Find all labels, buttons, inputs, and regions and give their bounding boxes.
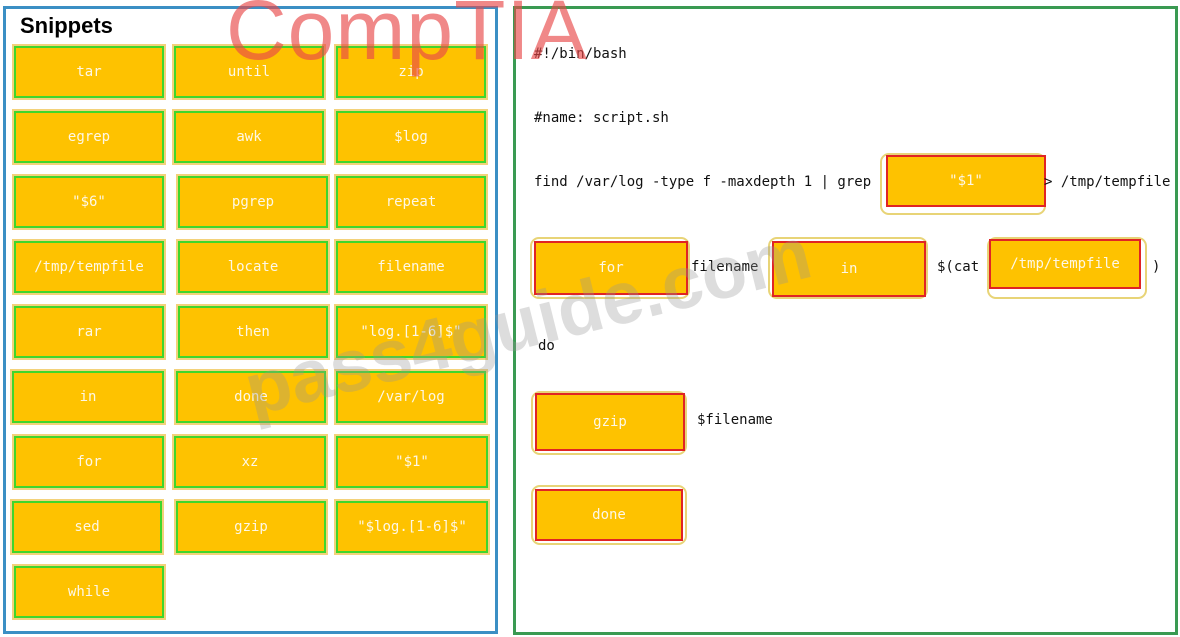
name-comment-line: #name: script.sh — [534, 110, 669, 126]
snippet-tile[interactable]: while — [14, 566, 164, 618]
snippet-tile[interactable]: repeat — [336, 176, 486, 228]
snippet-tile[interactable]: for — [14, 436, 164, 488]
snippet-tile[interactable]: "$6" — [14, 176, 164, 228]
slot-tile-done[interactable]: done — [535, 489, 683, 541]
snippets-title: Snippets — [20, 13, 113, 38]
snippet-tile[interactable]: rar — [14, 306, 164, 358]
snippet-tile[interactable]: "log.[1-6]$" — [336, 306, 486, 358]
slot-tile-grep-pattern[interactable]: "$1" — [886, 155, 1046, 207]
snippet-tile[interactable]: "$1" — [336, 436, 488, 488]
do-text: do — [538, 338, 555, 354]
cat-open-text: $(cat — [937, 259, 980, 275]
snippet-tile[interactable]: zip — [336, 46, 486, 98]
snippet-tile[interactable]: then — [178, 306, 328, 358]
snippet-tile[interactable]: gzip — [176, 501, 326, 553]
slot-tile-for[interactable]: for — [534, 241, 688, 295]
slot-tile-tempfile[interactable]: /tmp/tempfile — [989, 239, 1141, 289]
cat-close-text: ) — [1152, 259, 1161, 275]
snippet-tile[interactable]: awk — [174, 111, 324, 163]
slot-tile-in[interactable]: in — [772, 241, 926, 297]
snippet-tile[interactable]: "$log.[1-6]$" — [336, 501, 488, 553]
find-command-text: find /var/log -type f -maxdepth 1 | grep — [534, 174, 872, 190]
filename-text: filename — [691, 259, 759, 275]
snippet-tile[interactable]: sed — [12, 501, 162, 553]
shebang-line: #!/bin/bash — [534, 46, 627, 62]
snippet-tile[interactable]: /tmp/tempfile — [14, 241, 164, 293]
snippet-tile[interactable]: done — [176, 371, 326, 423]
snippet-tile[interactable]: pgrep — [178, 176, 328, 228]
filename-var-text: $filename — [697, 412, 773, 428]
snippet-tile[interactable]: xz — [174, 436, 326, 488]
snippet-tile[interactable]: locate — [178, 241, 328, 293]
snippet-tile[interactable]: in — [12, 371, 164, 423]
redirect-text: > /tmp/tempfile — [1044, 174, 1171, 190]
snippet-tile[interactable]: tar — [14, 46, 164, 98]
snippets-panel: Snippets tar until zip egrep awk $log "$… — [3, 6, 498, 634]
snippet-tile[interactable]: filename — [336, 241, 486, 293]
script-panel: #!/bin/bash #name: script.sh find /var/l… — [513, 6, 1178, 635]
snippet-tile[interactable]: until — [174, 46, 324, 98]
snippet-tile[interactable]: $log — [336, 111, 486, 163]
snippet-tile[interactable]: /var/log — [336, 371, 486, 423]
slot-tile-gzip[interactable]: gzip — [535, 393, 685, 451]
snippet-tile[interactable]: egrep — [14, 111, 164, 163]
